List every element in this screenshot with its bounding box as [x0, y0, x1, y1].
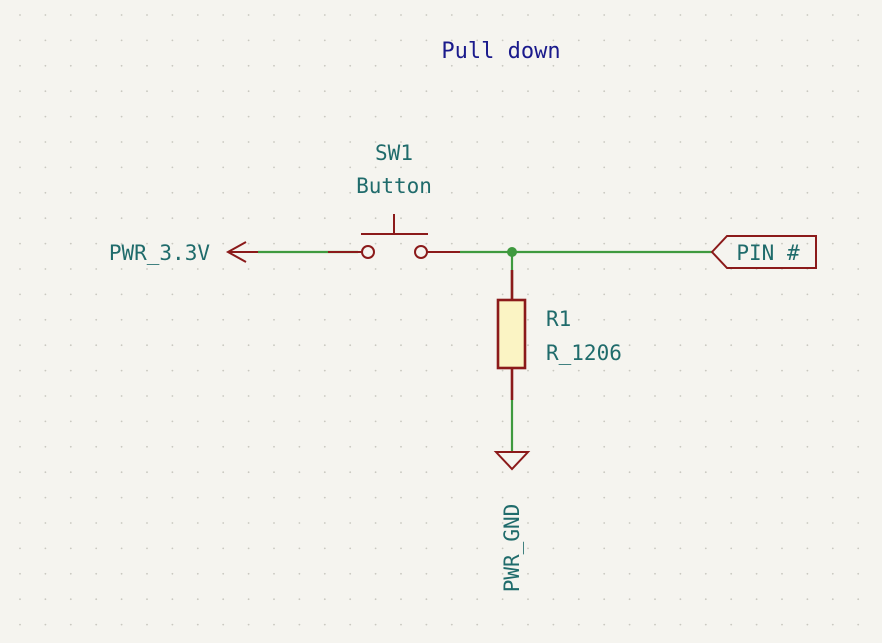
ground-label: PWR_GND	[500, 504, 524, 593]
resistor-value-label: R_1206	[546, 341, 622, 365]
switch-value-label: Button	[356, 174, 432, 198]
hierarchical-label-pin[interactable]	[710, 235, 817, 269]
hierarchical-label-text: PIN #	[736, 241, 800, 265]
switch-left-contact	[361, 245, 375, 259]
switch-reference-label: SW1	[375, 141, 413, 165]
switch-sw1-symbol[interactable]	[328, 214, 460, 259]
sheet-note-title: Pull down	[441, 39, 560, 64]
ground-symbol[interactable]	[493, 451, 531, 471]
wires[interactable]	[258, 250, 712, 452]
junction-dot[interactable]	[507, 247, 517, 257]
power-supply-symbol[interactable]	[225, 241, 258, 263]
switch-right-contact	[414, 245, 428, 259]
power-supply-label: PWR_3.3V	[109, 241, 211, 265]
hierarchical-label-outline	[710, 235, 817, 269]
ground-triangle	[493, 451, 531, 471]
grid-dots	[19, 14, 860, 626]
resistor-body	[496, 298, 527, 370]
resistor-r1-symbol[interactable]	[496, 270, 527, 400]
supply-arrow-head	[225, 241, 247, 263]
resistor-reference-label: R1	[546, 307, 571, 331]
